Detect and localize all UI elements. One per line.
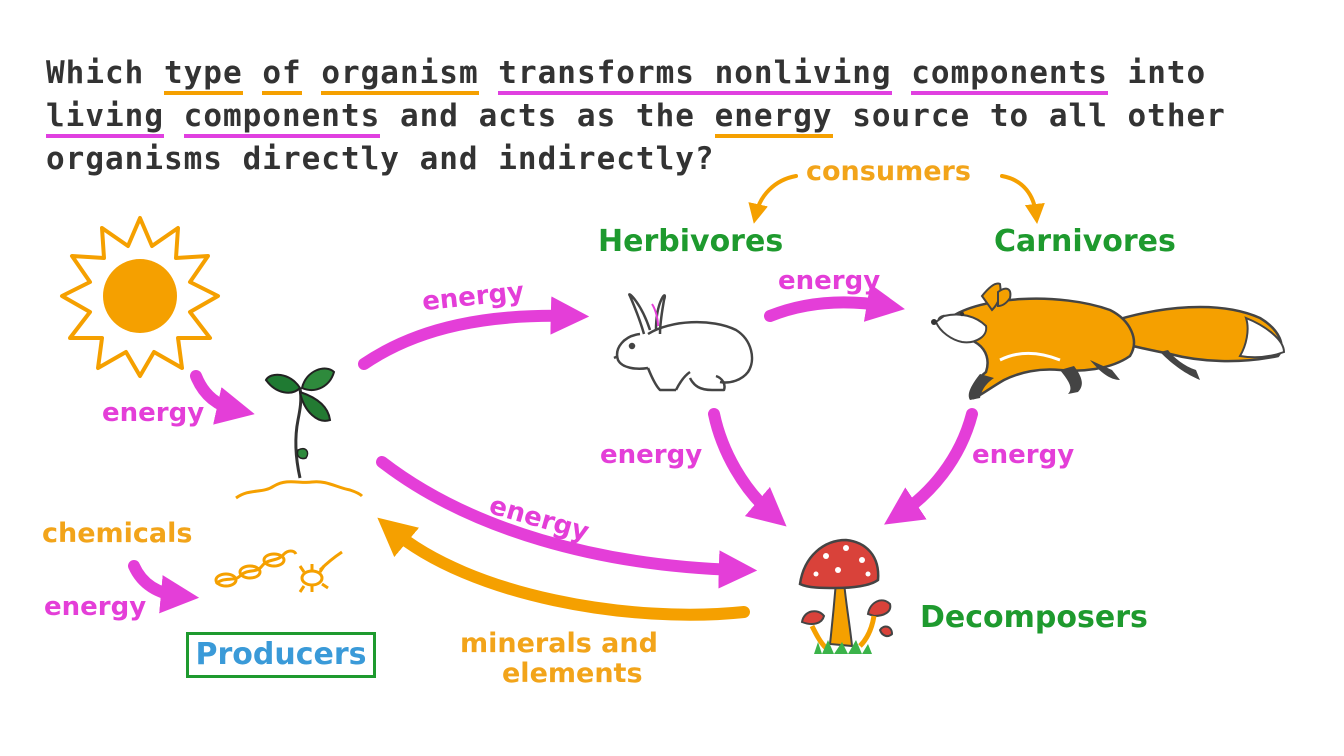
q-word: source to all other organisms directly a… bbox=[46, 98, 1246, 177]
energy-label-sun-plant: energy bbox=[102, 398, 205, 428]
q-word-of: of bbox=[262, 55, 302, 95]
energy-label-rabbit-fox: energy bbox=[778, 266, 881, 296]
q-word-components: components bbox=[183, 98, 381, 138]
energy-arrows bbox=[128, 283, 978, 614]
sun-icon bbox=[60, 216, 220, 378]
arrow-consumers-to-herbivores bbox=[748, 174, 798, 224]
arrow-plant-to-decomposers bbox=[376, 456, 758, 589]
q-word-components: components bbox=[911, 55, 1108, 95]
q-word: Which bbox=[46, 55, 164, 91]
consumers-label: consumers bbox=[806, 156, 971, 187]
minerals-label: minerals and bbox=[460, 628, 658, 659]
carnivores-label: Carnivores bbox=[994, 224, 1176, 259]
elements-label: elements bbox=[502, 658, 643, 689]
nutrient-arrows bbox=[377, 174, 1045, 621]
herbivores-label: Herbivores bbox=[598, 224, 784, 259]
arrow-sun-to-plant bbox=[190, 370, 255, 425]
q-word: into bbox=[1107, 55, 1226, 91]
decomposers-label: Decomposers bbox=[920, 600, 1148, 635]
q-word: and acts as the bbox=[380, 98, 715, 134]
producers-box: Producers bbox=[186, 632, 376, 678]
chemicals-label: chemicals bbox=[42, 518, 193, 549]
producers-label: Producers bbox=[195, 637, 367, 672]
fox-icon bbox=[931, 282, 1286, 400]
q-word-living: living bbox=[46, 98, 164, 138]
rabbit-icon bbox=[613, 293, 754, 392]
arrow-decomposers-to-plant bbox=[377, 517, 750, 621]
q-word-transforms-nonliving: transforms nonliving bbox=[498, 55, 892, 95]
arrow-rabbit-to-fox bbox=[764, 283, 905, 322]
bacteria-icon bbox=[214, 549, 343, 593]
seedling-icon bbox=[235, 367, 364, 500]
q-word-energy: energy bbox=[714, 98, 833, 138]
arrow-plant-to-rabbit bbox=[358, 296, 590, 370]
arrow-rabbit-to-decomposers bbox=[708, 408, 787, 527]
arrow-chemicals-to-bacteria bbox=[128, 560, 200, 614]
arrow-fox-to-decomposers bbox=[884, 408, 978, 525]
energy-label-fox-decomposers: energy bbox=[972, 440, 1075, 470]
question-text: Which type of organism transforms nonliv… bbox=[46, 52, 1246, 181]
energy-label-rabbit-decomposers: energy bbox=[600, 440, 703, 470]
mushroom-icon bbox=[798, 538, 894, 654]
q-word-type: type bbox=[163, 55, 243, 95]
arrow-consumers-to-carnivores bbox=[1000, 174, 1045, 224]
q-word-organism: organism bbox=[321, 55, 479, 95]
energy-label-chemicals: energy bbox=[44, 592, 147, 622]
